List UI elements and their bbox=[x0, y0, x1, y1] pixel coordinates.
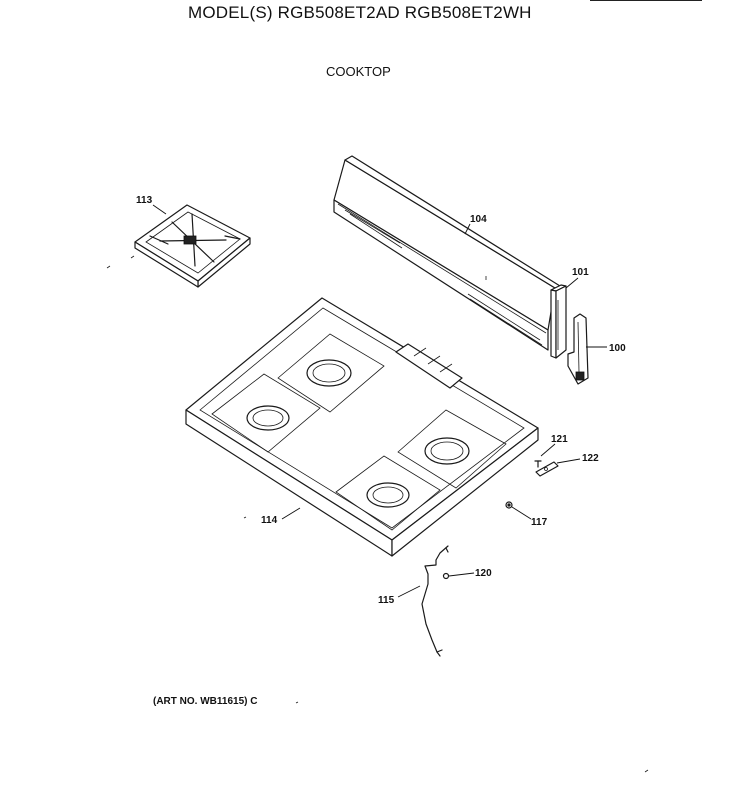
section-title: COOKTOP bbox=[326, 64, 391, 79]
part-labels: 113 104 101 100 114 121 122 117 120 115 bbox=[136, 195, 626, 606]
art-number: (ART NO. WB11615) C bbox=[153, 696, 258, 707]
cooktop-drawing[interactable] bbox=[185, 297, 539, 557]
end-cap-drawing[interactable] bbox=[567, 313, 589, 385]
screw-drawing[interactable] bbox=[534, 460, 542, 468]
label-100: 100 bbox=[609, 343, 626, 354]
support-rod-drawing[interactable] bbox=[421, 545, 449, 657]
clip-drawing[interactable] bbox=[442, 572, 450, 580]
label-120: 120 bbox=[475, 568, 492, 579]
hinge-drawing[interactable] bbox=[535, 461, 559, 477]
label-117: 117 bbox=[531, 517, 548, 528]
label-121: 121 bbox=[551, 434, 568, 445]
burner-grate-drawing[interactable] bbox=[106, 204, 251, 288]
label-113: 113 bbox=[136, 195, 153, 206]
label-122: 122 bbox=[582, 453, 599, 464]
backguard-drawing[interactable] bbox=[333, 155, 561, 351]
bumper-drawing[interactable] bbox=[505, 501, 513, 509]
label-101: 101 bbox=[572, 267, 589, 278]
top-rule bbox=[590, 0, 702, 1]
model-title: MODEL(S) RGB508ET2AD RGB508ET2WH bbox=[188, 3, 532, 22]
label-114: 114 bbox=[261, 515, 278, 526]
label-115: 115 bbox=[378, 595, 395, 606]
label-104: 104 bbox=[470, 214, 487, 225]
end-cap-bracket-drawing[interactable] bbox=[550, 284, 567, 359]
leader-lines bbox=[152, 204, 607, 598]
